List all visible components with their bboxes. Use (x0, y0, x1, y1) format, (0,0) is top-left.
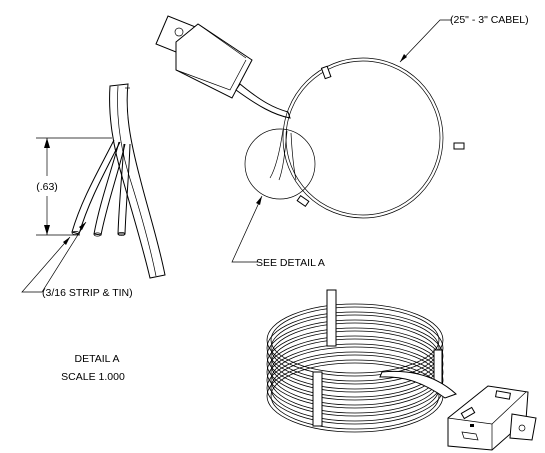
coil-loop-outer (266, 303, 444, 377)
coil-tie-1 (326, 289, 337, 347)
see-detail-label: SEE DETAIL A (256, 257, 325, 269)
coil-loop-outer (266, 343, 444, 417)
isometric-coil-view (266, 289, 537, 451)
detail-wire-3 (117, 143, 131, 235)
coil-loop-inner (270, 330, 440, 398)
coil-tie-2 (312, 371, 323, 427)
cable-length-label: (25" - 3" CABEL) (450, 14, 529, 26)
coil-loop-inner (270, 306, 440, 374)
detail-a-view: (.63) (3/16 STRIP & TIN) DETAIL A SCALE … (21, 83, 166, 383)
detail-wire-2 (93, 141, 126, 236)
detail-a-circle (244, 128, 316, 200)
coil-loops (266, 303, 444, 433)
cable-lead (235, 83, 291, 119)
coil-loop-outer (266, 335, 444, 409)
dimension-label: (.63) (36, 181, 58, 193)
top-view: (25" - 3" CABEL) SEE DETAIL A (155, 14, 529, 269)
cable-length-callout: (25" - 3" CABEL) (399, 14, 529, 63)
sensor-housing-iso (447, 385, 537, 451)
detail-scale: SCALE 1.000 (61, 371, 125, 383)
coil-loop-inner (270, 338, 440, 406)
detail-cable-jacket (109, 83, 166, 279)
detail-title: DETAIL A (75, 353, 120, 365)
coil-loop-outer (266, 319, 444, 393)
coil-loop-outer (266, 327, 444, 401)
coil-loop-outer (266, 311, 444, 385)
sensor-housing-top (155, 15, 253, 99)
coil-loop-inner (270, 314, 440, 382)
dimension-063: (.63) (36, 137, 112, 236)
see-detail-callout: SEE DETAIL A (231, 195, 325, 269)
strip-tin-label: (3/16 STRIP & TIN) (42, 287, 133, 299)
detail-wire-1 (71, 139, 121, 235)
strip-tin-callout: (3/16 STRIP & TIN) (21, 221, 133, 299)
coil-loop-inner (270, 354, 440, 422)
coil-loop-inner (270, 362, 440, 430)
cable-coil-top (285, 60, 441, 216)
